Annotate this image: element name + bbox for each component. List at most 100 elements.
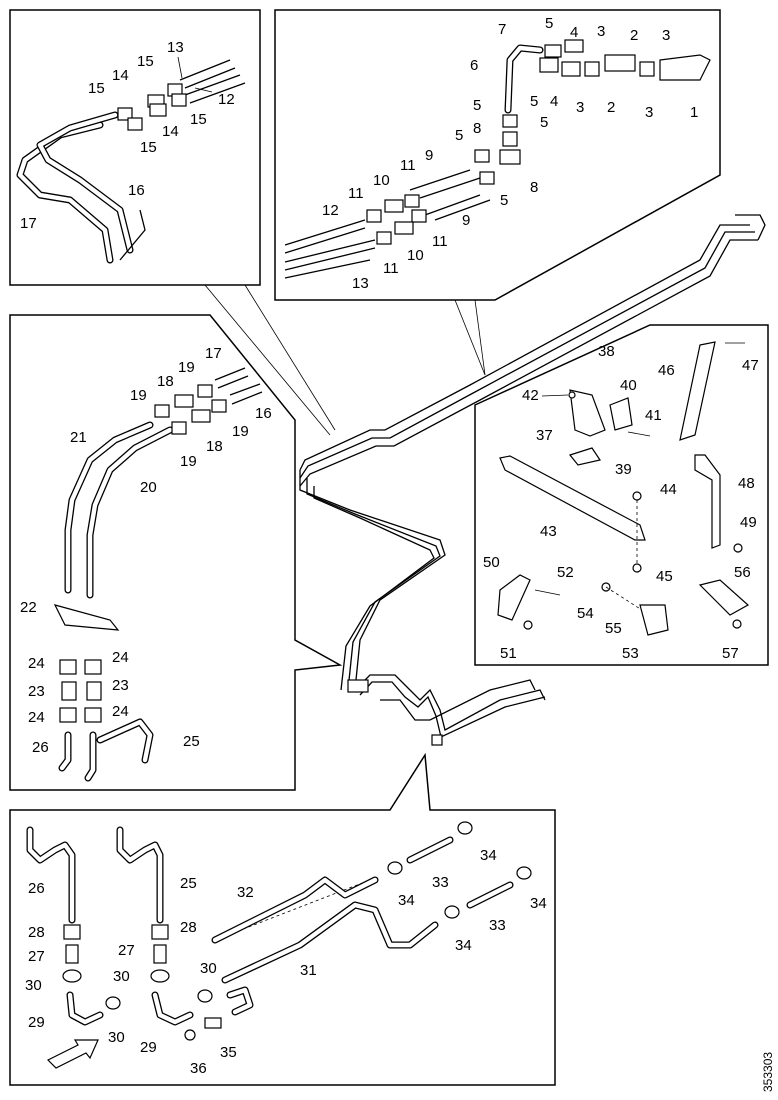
callout-23: 23 bbox=[112, 677, 129, 694]
washer-42 bbox=[568, 391, 576, 399]
ml-nut-3 bbox=[59, 707, 77, 723]
detail-top-right: 7 6 5 4 3 2 3 5 4 3 2 3 1 5 5 8 5 9 8 11… bbox=[274, 9, 721, 376]
nut-45 bbox=[632, 563, 642, 573]
callout-8: 8 bbox=[530, 179, 538, 196]
b-clamp-2 bbox=[150, 969, 170, 983]
callout-19: 19 bbox=[130, 387, 147, 404]
ml-nut-7 bbox=[171, 421, 187, 435]
tr-nut-8 bbox=[376, 231, 392, 245]
tr-nut-4 bbox=[479, 171, 495, 185]
callout-53: 53 bbox=[622, 645, 639, 662]
clip-53 bbox=[639, 604, 669, 636]
callout-11: 11 bbox=[432, 233, 448, 250]
tl-nut-4 bbox=[171, 93, 187, 107]
callout-26: 26 bbox=[32, 739, 49, 756]
b-clamp-4 bbox=[197, 989, 213, 1003]
tr-elbow bbox=[502, 114, 518, 128]
callout-32: 32 bbox=[237, 884, 254, 901]
callout-8: 8 bbox=[473, 120, 481, 137]
callout-35: 35 bbox=[220, 1044, 237, 1061]
callout-11: 11 bbox=[383, 260, 399, 277]
ml-clamp-plate bbox=[53, 604, 120, 631]
callout-3: 3 bbox=[576, 99, 584, 116]
b-clamp-8 bbox=[516, 866, 532, 880]
detail-middle-left: 17 16 19 18 19 19 18 19 21 20 22 24 24 2… bbox=[9, 314, 343, 791]
detail-brackets-frame bbox=[474, 324, 769, 666]
tr-nut-2 bbox=[639, 61, 655, 77]
callout-13: 13 bbox=[167, 39, 184, 56]
main-fitting bbox=[431, 734, 443, 746]
callout-15: 15 bbox=[88, 80, 105, 97]
screw-44 bbox=[632, 491, 642, 501]
callout-33: 33 bbox=[432, 874, 449, 891]
b-nut bbox=[63, 924, 81, 940]
callout-5: 5 bbox=[530, 93, 538, 110]
callout-11: 11 bbox=[348, 185, 364, 202]
callout-30: 30 bbox=[108, 1029, 125, 1046]
callout-3: 3 bbox=[645, 104, 653, 121]
tr-bracket bbox=[659, 54, 711, 81]
callout-36: 36 bbox=[190, 1060, 207, 1077]
ml-spring-3 bbox=[174, 394, 194, 408]
callout-45: 45 bbox=[656, 568, 673, 585]
callout-42: 42 bbox=[522, 387, 539, 404]
tl-sleeve-2 bbox=[149, 103, 167, 117]
callout-24: 24 bbox=[112, 649, 129, 666]
b-clamp bbox=[62, 969, 82, 983]
ml-nut-4 bbox=[84, 707, 102, 723]
b-bolt bbox=[204, 1017, 222, 1029]
callout-48: 48 bbox=[738, 475, 755, 492]
ml-spring-4 bbox=[191, 409, 211, 423]
ml-nut bbox=[59, 659, 77, 675]
ml-spring bbox=[61, 681, 77, 701]
callout-9: 9 bbox=[462, 212, 470, 229]
strip-56 bbox=[698, 579, 750, 616]
callout-34: 34 bbox=[398, 892, 415, 909]
callout-11: 11 bbox=[400, 157, 416, 174]
callout-19: 19 bbox=[180, 453, 197, 470]
callout-54: 54 bbox=[577, 605, 594, 622]
callout-20: 20 bbox=[140, 479, 157, 496]
callout-57: 57 bbox=[722, 645, 739, 662]
nut-51 bbox=[523, 620, 533, 630]
callout-21: 21 bbox=[70, 429, 87, 446]
callout-28: 28 bbox=[28, 924, 45, 941]
tr-hose bbox=[604, 54, 636, 72]
callout-6: 6 bbox=[470, 57, 478, 74]
callout-5: 5 bbox=[545, 15, 553, 32]
callout-22: 22 bbox=[20, 599, 37, 616]
b-spring bbox=[65, 944, 79, 964]
b-clamp-6 bbox=[457, 821, 473, 835]
callout-47: 47 bbox=[742, 357, 759, 374]
tr-adapter bbox=[499, 149, 521, 165]
b-clamp-5 bbox=[387, 861, 403, 875]
callout-12: 12 bbox=[218, 91, 235, 108]
callout-43: 43 bbox=[540, 523, 557, 540]
callout-30: 30 bbox=[113, 968, 130, 985]
callout-34: 34 bbox=[530, 895, 547, 912]
callout-3: 3 bbox=[597, 23, 605, 40]
arrow-icon bbox=[46, 1039, 99, 1069]
detail-top-left-frame bbox=[9, 9, 261, 286]
tr-spring-4 bbox=[394, 221, 414, 235]
tl-nut-3 bbox=[127, 117, 143, 131]
callout-25: 25 bbox=[183, 733, 200, 750]
callout-18: 18 bbox=[206, 438, 223, 455]
callout-5: 5 bbox=[473, 97, 481, 114]
callout-34: 34 bbox=[455, 937, 472, 954]
callout-9: 9 bbox=[425, 147, 433, 164]
detail-top-right-frame bbox=[274, 9, 721, 301]
tr-spring-2 bbox=[564, 39, 584, 53]
callout-7: 7 bbox=[498, 21, 506, 38]
b-clamp-7 bbox=[444, 905, 460, 919]
callout-16: 16 bbox=[255, 405, 272, 422]
ml-nut-5 bbox=[154, 404, 170, 418]
b-spring-2 bbox=[153, 944, 167, 964]
callout-15: 15 bbox=[190, 111, 207, 128]
tr-nut-7 bbox=[411, 209, 427, 223]
callout-29: 29 bbox=[28, 1014, 45, 1031]
callout-3: 3 bbox=[662, 27, 670, 44]
callout-23: 23 bbox=[28, 683, 45, 700]
callout-30: 30 bbox=[200, 960, 217, 977]
